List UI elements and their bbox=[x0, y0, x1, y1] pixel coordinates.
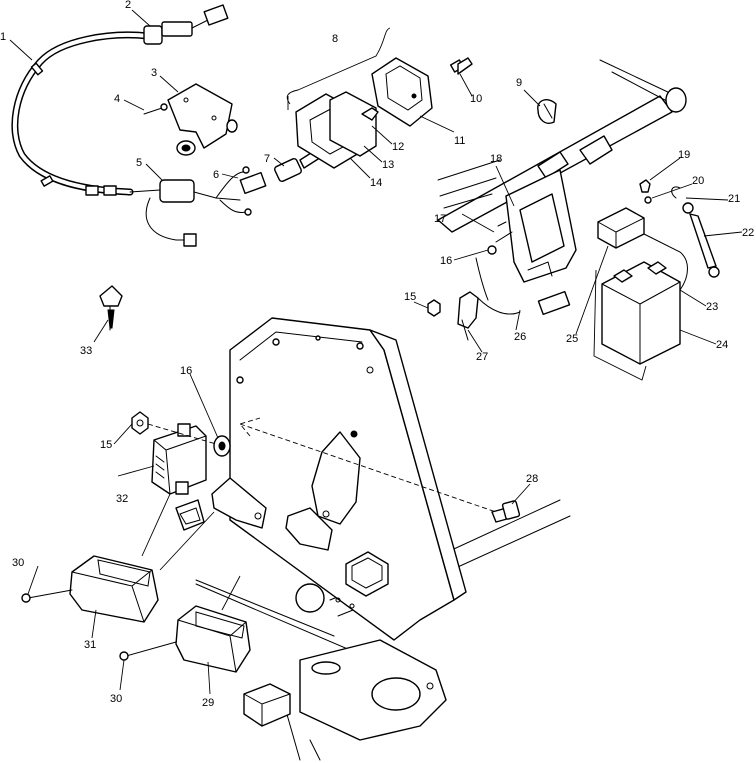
part-13-lens bbox=[329, 91, 377, 157]
part-9-clip bbox=[537, 99, 557, 124]
part-29-regulator bbox=[175, 605, 251, 673]
callout-30-upper: 30 bbox=[12, 557, 24, 569]
grommet bbox=[176, 119, 238, 156]
callout-12: 12 bbox=[392, 141, 404, 153]
part-12-gasket bbox=[361, 107, 379, 121]
frame-block bbox=[243, 683, 291, 727]
callout-3: 3 bbox=[151, 67, 157, 79]
callout-18: 18 bbox=[490, 153, 502, 165]
callout-15-upper: 15 bbox=[404, 291, 416, 303]
callout-23: 23 bbox=[706, 301, 718, 313]
reg-leader bbox=[221, 575, 241, 611]
callout-13: 13 bbox=[382, 159, 394, 171]
part-32-cdi-box bbox=[151, 423, 207, 495]
battery-leader bbox=[593, 269, 647, 381]
callout-30-lower: 30 bbox=[110, 693, 122, 705]
part-18-bracket bbox=[505, 169, 577, 316]
callout-9: 9 bbox=[516, 77, 522, 89]
callout-29: 29 bbox=[202, 697, 214, 709]
cdi-leaders bbox=[141, 493, 215, 571]
part-15-nut-upper bbox=[427, 299, 441, 317]
callout-16-upper: 16 bbox=[440, 255, 452, 267]
part-19-screw bbox=[639, 179, 651, 193]
part-26-wire bbox=[475, 257, 521, 315]
part-5-switch bbox=[129, 179, 241, 247]
part-25-pad bbox=[597, 207, 645, 249]
callout-10: 10 bbox=[470, 93, 482, 105]
callout-25: 25 bbox=[566, 333, 578, 345]
part-4-screw bbox=[143, 103, 168, 115]
part-27-strap bbox=[457, 291, 479, 341]
callout-8: 8 bbox=[332, 33, 338, 45]
callout-labels: 1 2 3 4 5 6 7 8 9 10 11 12 13 14 15 16 1… bbox=[0, 0, 754, 709]
callout-4: 4 bbox=[114, 93, 120, 105]
panel-bracket-left bbox=[211, 477, 267, 529]
part-16-grommet-lower bbox=[213, 435, 231, 457]
callout-26: 26 bbox=[514, 331, 526, 343]
part-8-lamp-assembly bbox=[286, 27, 391, 110]
callout-19: 19 bbox=[678, 149, 690, 161]
part-2-connector bbox=[143, 4, 229, 45]
nut-path bbox=[147, 423, 217, 445]
callout-14: 14 bbox=[370, 177, 382, 189]
callout-1: 1 bbox=[0, 31, 6, 43]
callout-21: 21 bbox=[728, 193, 740, 205]
part-6-wires bbox=[215, 166, 267, 216]
part-33-item bbox=[99, 285, 123, 331]
part-24-battery bbox=[601, 261, 681, 365]
part-23-cable bbox=[643, 233, 688, 291]
part-28-bolt bbox=[491, 500, 521, 523]
callout-7: 7 bbox=[264, 153, 270, 165]
part-20-washer bbox=[644, 196, 652, 204]
part-21-clip bbox=[671, 186, 681, 199]
callout-24: 24 bbox=[716, 339, 728, 351]
callout-32: 32 bbox=[116, 493, 128, 505]
lower-clip bbox=[175, 499, 205, 531]
callout-11: 11 bbox=[454, 135, 465, 147]
frame-upper bbox=[437, 59, 687, 233]
callout-31: 31 bbox=[84, 639, 96, 651]
callout-33: 33 bbox=[80, 345, 92, 357]
callout-27: 27 bbox=[476, 351, 488, 363]
part-15-nut-lower bbox=[131, 411, 149, 435]
part-31-regulator bbox=[69, 555, 159, 623]
part-11-tail-light bbox=[371, 57, 433, 127]
part-30-screw-upper bbox=[21, 589, 73, 603]
part-22-cable bbox=[682, 202, 720, 278]
callout-leaders bbox=[9, 9, 743, 695]
callout-17: 17 bbox=[434, 213, 446, 225]
callout-6: 6 bbox=[213, 169, 219, 181]
frame-lower bbox=[195, 499, 571, 761]
callout-20: 20 bbox=[692, 175, 704, 187]
callout-28: 28 bbox=[526, 473, 538, 485]
callout-15-lower: 15 bbox=[100, 439, 112, 451]
part-16-17-hardware bbox=[487, 221, 513, 255]
panel-socket bbox=[345, 551, 389, 597]
callout-22: 22 bbox=[742, 227, 754, 239]
bolt-path bbox=[239, 423, 497, 513]
panel-bracket-center bbox=[285, 430, 361, 551]
part-3-plate bbox=[167, 83, 233, 149]
part-10-bolt bbox=[449, 57, 473, 75]
callout-5: 5 bbox=[136, 157, 142, 169]
part-30-screw-lower bbox=[119, 641, 177, 661]
callout-2: 2 bbox=[125, 0, 131, 11]
part-1-cable bbox=[11, 31, 152, 196]
callout-16-lower: 16 bbox=[180, 365, 192, 377]
